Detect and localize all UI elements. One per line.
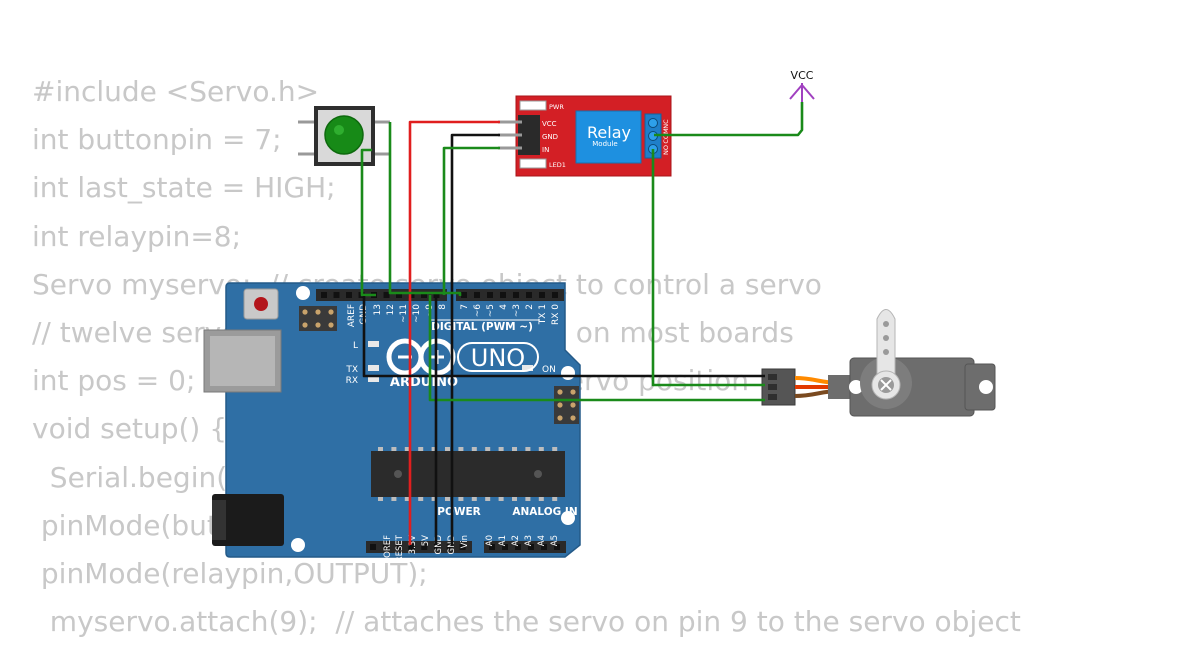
push-button[interactable] [298, 106, 390, 166]
pin-label: AREF [347, 304, 357, 327]
digital-header [316, 289, 564, 301]
relay-title: Relay [587, 123, 631, 142]
pin-label: GND [434, 535, 444, 555]
uno-label: UNO [471, 344, 525, 372]
digital-label: DIGITAL (PWM ~) [431, 321, 533, 333]
relay-led1-label: LED1 [549, 161, 566, 169]
wire-relay-vcc-5v [408, 120, 500, 545]
relay-gnd-label: GND [542, 133, 558, 141]
pin-label: A0 [485, 535, 495, 546]
pin-label: 12 [386, 304, 396, 315]
wires [360, 102, 804, 545]
pin-label: ~11 [399, 304, 409, 323]
code-line: int relaypin=8; [32, 219, 242, 253]
wire-vcc-to-relay-no [654, 102, 804, 137]
atmega-chip [371, 447, 565, 501]
pin-label: Vin [460, 535, 470, 548]
led-on-label: ON [542, 365, 556, 375]
pin-label: A1 [498, 535, 508, 546]
wire-button-to-gnd [360, 148, 376, 297]
relay-subtitle: Module [592, 140, 617, 148]
pin-label: ~5 [486, 304, 496, 317]
power-header [366, 541, 472, 553]
usb-port [203, 329, 282, 393]
code-line: int buttonpin = 7; [32, 123, 282, 157]
icsp-header-right [554, 386, 579, 424]
pin-label: 8 [438, 304, 448, 310]
code-line: #include <Servo.h> [32, 75, 320, 108]
code-line: void setup() { [32, 412, 228, 446]
relay-in-label: IN [542, 146, 549, 154]
pin-label: IOREF [383, 535, 393, 560]
dc-power-jack [212, 494, 284, 546]
arduino-brand: ARDUINO [390, 375, 458, 390]
wire-button-to-pin7 [388, 122, 462, 296]
led-tx-label: TX [345, 365, 358, 375]
relay-no-label: NO [662, 145, 670, 155]
pin-label: 4 [499, 304, 509, 310]
pin-label: 7 [460, 304, 470, 310]
wire-servo-gnd [362, 296, 765, 378]
pin-label: 2 [525, 304, 535, 310]
led-rx-label: RX [346, 376, 358, 386]
pin-label: RESET [395, 534, 405, 562]
code-line: int last_state = HIGH; [32, 171, 336, 205]
servo-motor[interactable] [761, 309, 996, 417]
pin-label: ~6 [473, 304, 483, 318]
pin-label: RX 0 [551, 304, 561, 325]
relay-nc-label: NC [662, 119, 670, 129]
vcc-power-symbol: VCC [789, 69, 815, 102]
led-l-label: L [353, 341, 358, 351]
wire-relay-gnd [450, 133, 500, 545]
power-label: POWER [437, 506, 480, 518]
wire-servo-signal-pin9 [428, 295, 765, 402]
pin-label: ~3 [512, 304, 522, 317]
pin-label: A3 [524, 535, 534, 546]
icsp-header-top [299, 306, 337, 331]
relay-vcc-label: VCC [542, 120, 557, 128]
wire-servo-power [651, 149, 765, 387]
wire-relay-in-pin8 [442, 146, 500, 295]
led-indicators: L TX RX ON [345, 341, 556, 386]
pin-label: A4 [537, 535, 547, 546]
pin-label: 3.3V [408, 535, 418, 555]
pin-label: ~10 [412, 304, 422, 323]
analog-label: ANALOG IN [512, 506, 577, 518]
pin-label: 5V [421, 535, 431, 546]
reset-button[interactable] [243, 288, 279, 320]
pin-label: 13 [373, 304, 383, 315]
relay-module[interactable]: PWR VCC GND IN LED1 Relay Module NC COM … [498, 95, 672, 177]
vcc-label: VCC [791, 69, 814, 82]
pin-label: A2 [511, 535, 521, 546]
pin-label: A5 [550, 535, 560, 546]
pin-label: TX 1 [538, 304, 548, 325]
code-line: pinMode(relaypin,OUTPUT); [32, 556, 428, 590]
relay-pwr-label: PWR [549, 103, 564, 111]
